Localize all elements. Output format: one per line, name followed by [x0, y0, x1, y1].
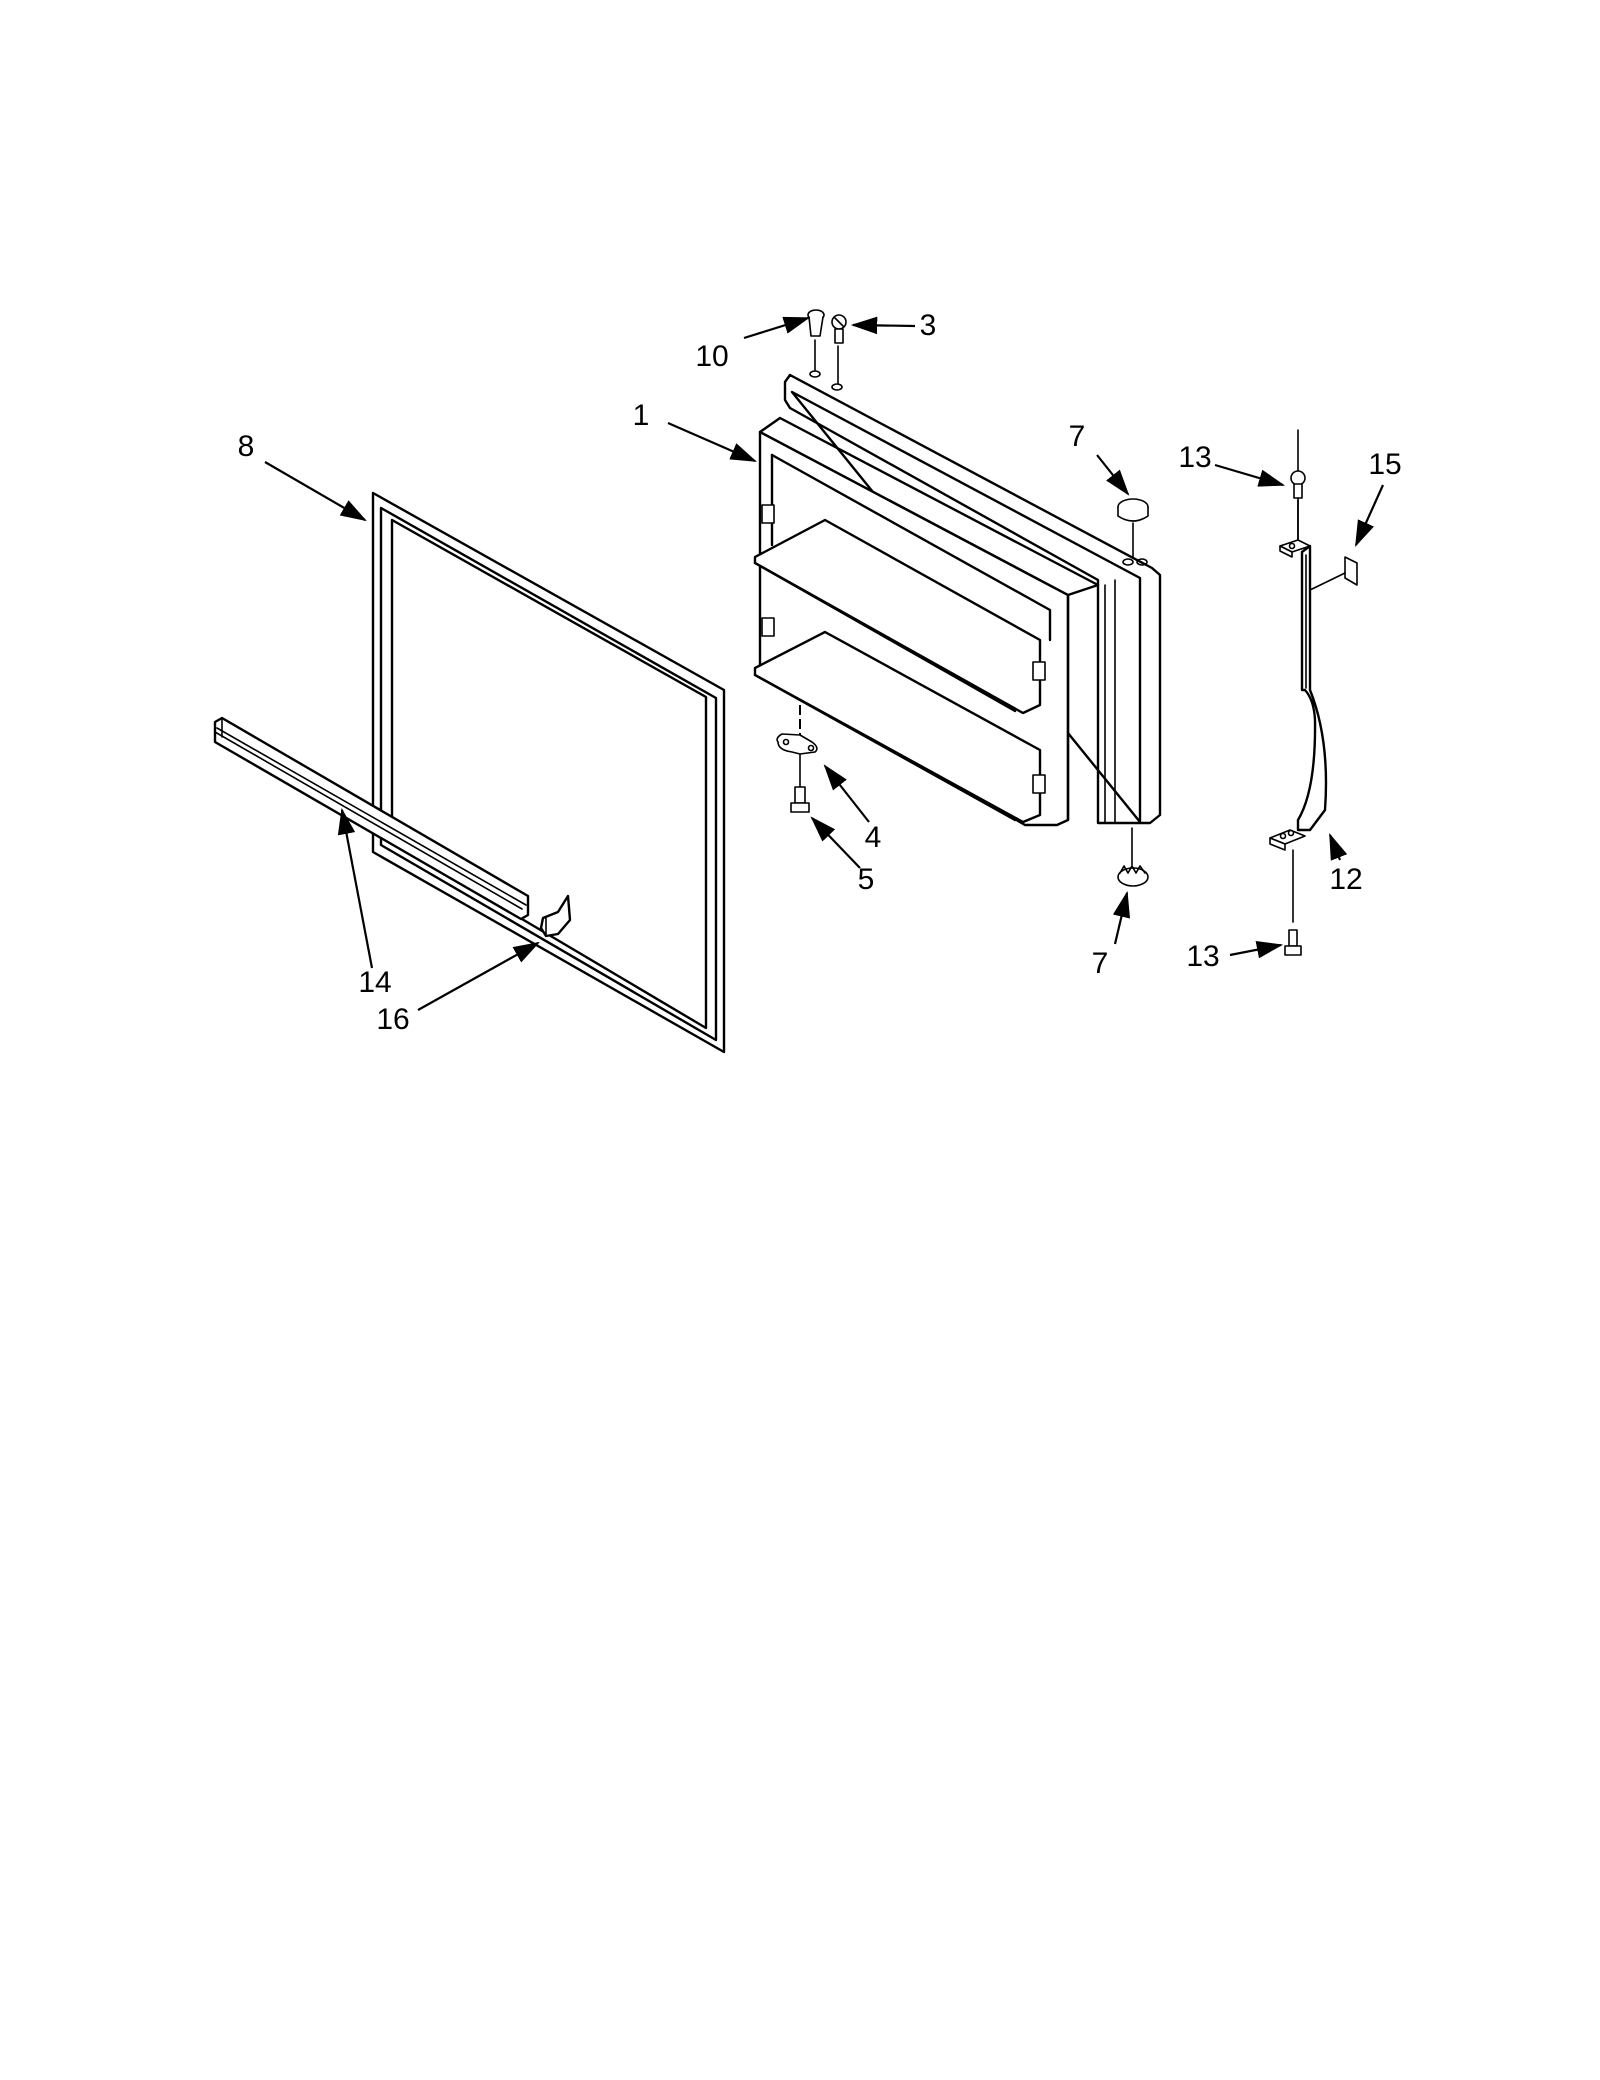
cap-top-part — [1117, 498, 1149, 558]
door-body-part — [753, 370, 1162, 827]
door-handle-part — [1269, 429, 1328, 851]
label-tag-part — [1309, 556, 1358, 591]
plug-and-screw-top — [807, 309, 847, 384]
callout-12: 12 — [1329, 863, 1363, 896]
hinge-bracket-part — [776, 705, 818, 813]
callout-4: 4 — [864, 821, 882, 854]
callout-7-bottom: 7 — [1091, 947, 1109, 980]
callout-15: 15 — [1368, 448, 1402, 481]
callout-1: 1 — [632, 399, 650, 432]
handle-screw-bottom-part — [1284, 849, 1302, 956]
callout-7-top: 7 — [1068, 420, 1086, 453]
callout-5: 5 — [857, 863, 875, 896]
cap-bottom-part — [1117, 827, 1149, 887]
callout-16: 16 — [376, 1003, 410, 1036]
callout-10: 10 — [695, 340, 729, 373]
handle-screw-top-part — [1290, 470, 1306, 541]
callout-8: 8 — [237, 430, 255, 463]
callout-13-bottom: 13 — [1186, 940, 1220, 973]
callout-13-top: 13 — [1178, 441, 1212, 474]
callout-3: 3 — [919, 309, 937, 342]
callout-14: 14 — [358, 966, 392, 999]
trim-strip-part — [213, 716, 530, 921]
door-gasket-part — [371, 491, 726, 1054]
leader-lines — [264, 316, 1385, 1011]
trim-end-cap-part — [539, 894, 572, 938]
